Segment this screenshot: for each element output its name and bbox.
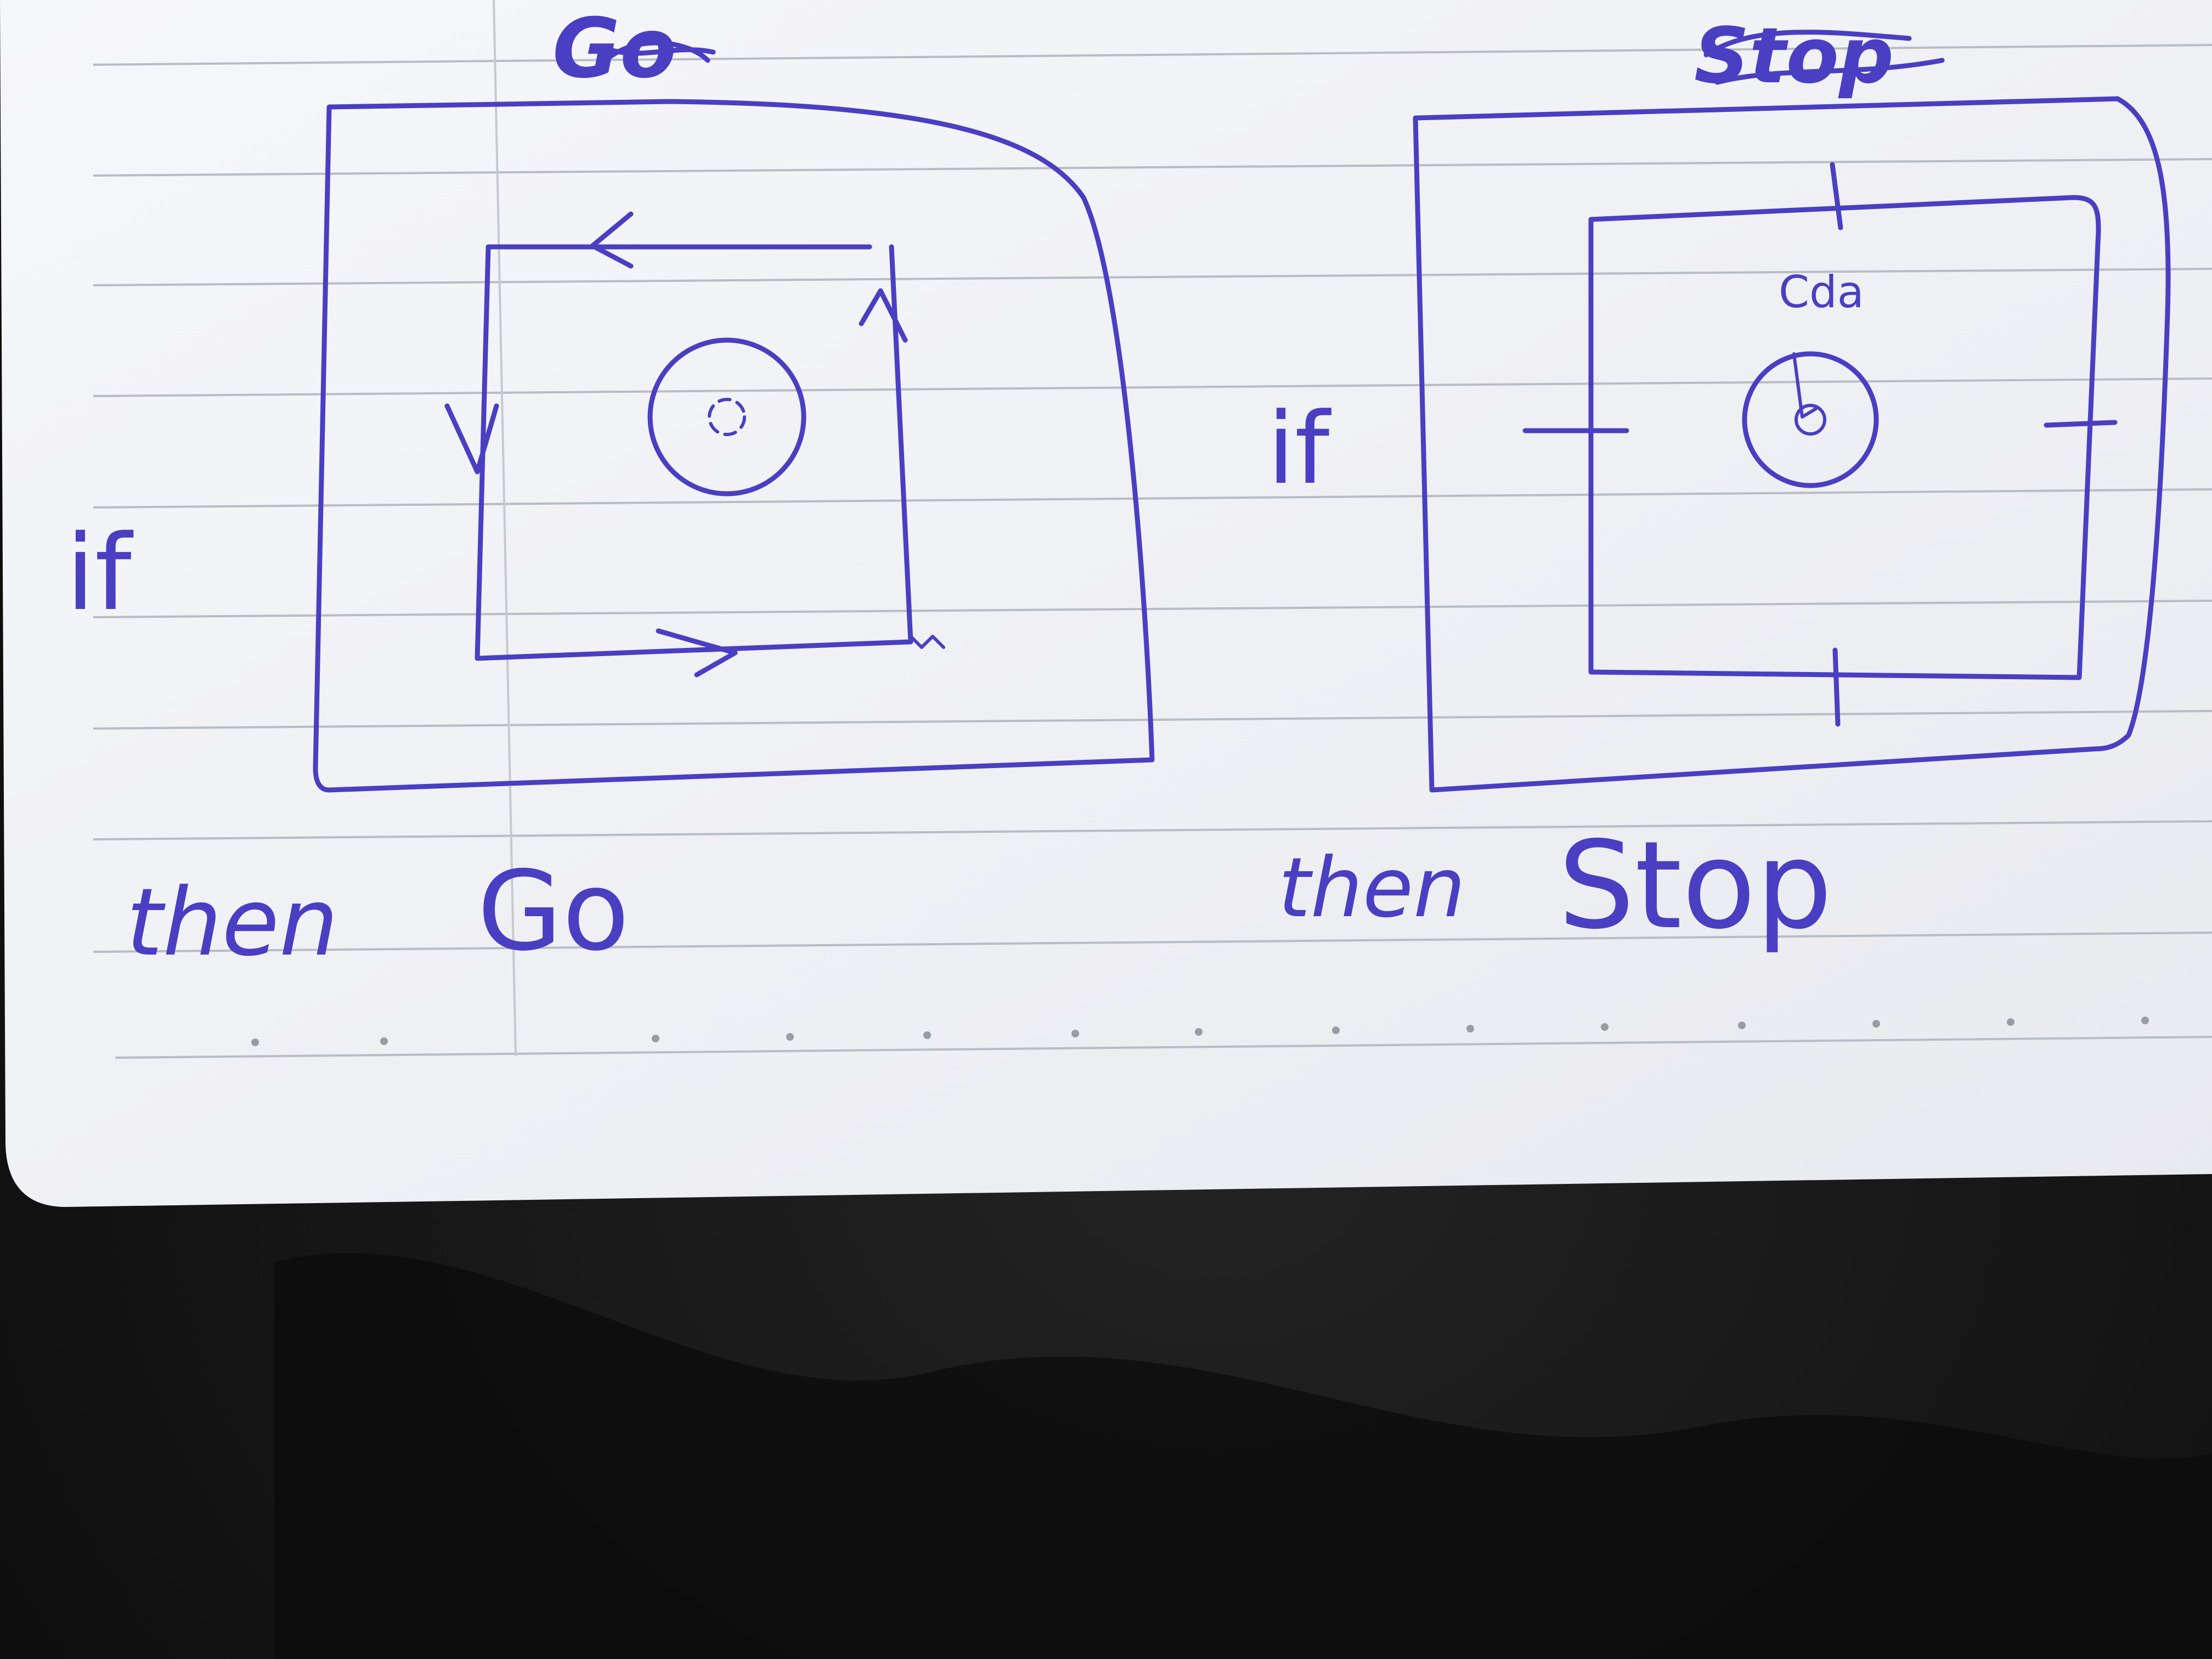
stop-tick-right bbox=[2044, 420, 2118, 428]
stop-tick-bottom bbox=[1832, 647, 1841, 727]
dotted-row bbox=[251, 1017, 2149, 1046]
stop-inner-box bbox=[1588, 195, 2101, 680]
stop-center-target bbox=[1742, 351, 1879, 488]
go-outer-box bbox=[313, 99, 1155, 793]
go-center-target bbox=[647, 337, 806, 496]
fabric-fold bbox=[274, 1252, 2212, 1659]
stop-center-label: Cda bbox=[1779, 267, 1864, 318]
go-arrow-left bbox=[590, 211, 634, 269]
go-then-label: then bbox=[126, 868, 338, 977]
stop-outer-box bbox=[1413, 96, 2171, 793]
go-path-tail bbox=[909, 635, 945, 649]
stop-tick-top bbox=[1830, 162, 1843, 230]
stop-title-scribble: Stop bbox=[1694, 12, 1945, 101]
stop-center-dot bbox=[1795, 404, 1826, 436]
go-title-scribble: Go bbox=[552, 1, 716, 97]
stop-center-pointer bbox=[1792, 352, 1818, 419]
go-result-label: Go bbox=[477, 848, 629, 975]
go-arrow-down bbox=[444, 403, 499, 475]
go-arrow-up bbox=[859, 288, 908, 343]
stop-result-label: Stop bbox=[1558, 815, 1832, 956]
stop-panel: Stop Cda if then Stop bbox=[1267, 12, 2171, 956]
stop-if-label: if bbox=[1267, 392, 1331, 506]
go-panel: Go if then Go bbox=[66, 1, 1155, 977]
notebook-page bbox=[0, 0, 2212, 1207]
stop-title: Stop bbox=[1694, 12, 1894, 101]
go-inner-path bbox=[475, 244, 913, 661]
margin-line bbox=[493, 0, 517, 1057]
go-arrow-right bbox=[656, 628, 738, 678]
ruled-lines bbox=[93, 44, 2212, 1059]
go-if-label: if bbox=[66, 512, 134, 634]
go-center-dot bbox=[708, 398, 746, 436]
stop-then-label: then bbox=[1278, 840, 1465, 936]
